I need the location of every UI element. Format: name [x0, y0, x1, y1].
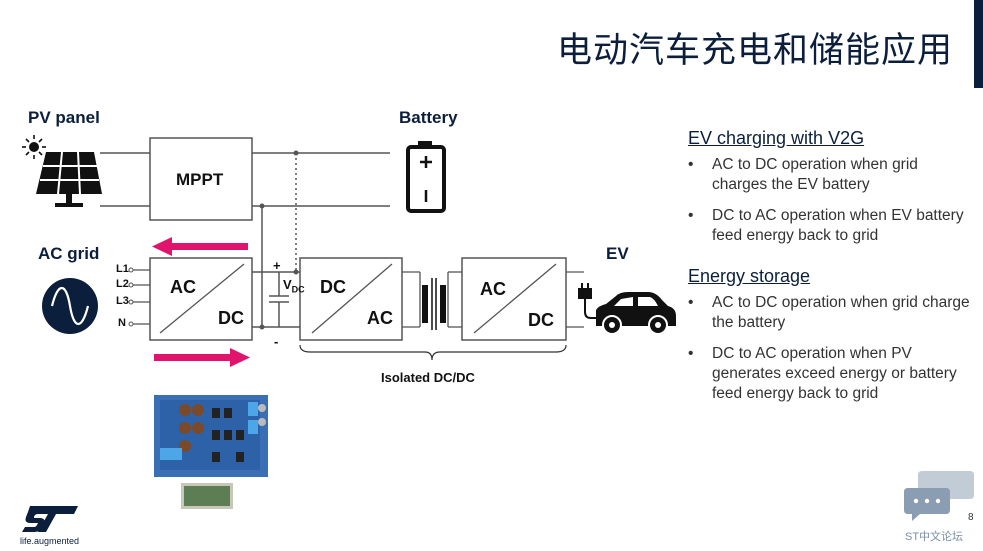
- ev-bullets: •AC to DC operation when grid charges th…: [688, 155, 973, 246]
- battery-label: Battery: [399, 108, 458, 127]
- acdc2-dc-label: DC: [528, 310, 554, 330]
- pin-n: N: [118, 317, 126, 329]
- ev-label: EV: [606, 244, 629, 263]
- ev-plug-icon: [578, 283, 598, 319]
- chat-icon: [904, 471, 974, 521]
- st-logo-icon: [22, 506, 78, 532]
- page-number: 8: [968, 512, 974, 523]
- pin-l1: L1: [116, 263, 129, 275]
- reverse-flow-arrow: [152, 237, 248, 256]
- capacitor-icon: [269, 272, 289, 327]
- list-item: •AC to DC operation when grid charge the…: [688, 294, 970, 331]
- section-title-ev: EV charging with V2G: [688, 128, 865, 148]
- forward-flow-arrow: [154, 348, 250, 367]
- isolated-dcdc-label: Isolated DC/DC: [381, 370, 475, 385]
- acdc-ac-label: AC: [170, 277, 196, 297]
- title-accent-bar: [974, 0, 983, 88]
- ac-grid-icon: [42, 278, 98, 334]
- solar-panel-icon: [36, 151, 102, 207]
- battery-icon: [406, 141, 446, 213]
- pin-l3: L3: [116, 295, 129, 307]
- section-title-storage: Energy storage: [688, 266, 811, 286]
- list-item: •DC to AC operation when PV generates ex…: [688, 345, 957, 402]
- storage-bullets: •AC to DC operation when grid charge the…: [688, 293, 973, 404]
- sun-icon: [22, 135, 46, 159]
- acdc-dc-label: DC: [218, 308, 244, 328]
- mppt-label: MPPT: [176, 170, 224, 189]
- tagline: life.augmented: [20, 536, 80, 546]
- isolated-brace: [299, 344, 567, 361]
- car-icon: [596, 292, 676, 335]
- pin-l2: L2: [116, 278, 129, 290]
- dcac-dc-label: DC: [320, 277, 346, 297]
- ac-grid-label: AC grid: [38, 244, 100, 263]
- dc-plus: +: [273, 258, 281, 273]
- list-item: •DC to AC operation when EV battery feed…: [688, 207, 964, 244]
- acdc2-ac-label: AC: [480, 279, 506, 299]
- pv-panel-label: PV panel: [28, 108, 100, 127]
- info-panel: EV charging with V2G •AC to DC operation…: [688, 128, 973, 415]
- transformer-icon: [402, 271, 462, 330]
- dc-minus: -: [274, 334, 279, 349]
- circuit-board-image: [154, 395, 268, 509]
- dcac-ac-label: AC: [367, 308, 393, 328]
- mppt-box: [149, 137, 253, 221]
- page-title: 电动汽车充电和储能应用: [556, 31, 953, 71]
- dcac-box: [299, 257, 403, 341]
- forum-label[interactable]: ST中文论坛: [905, 531, 964, 543]
- list-item: •AC to DC operation when grid charges th…: [688, 156, 918, 193]
- vdc-label: VDC: [283, 277, 305, 295]
